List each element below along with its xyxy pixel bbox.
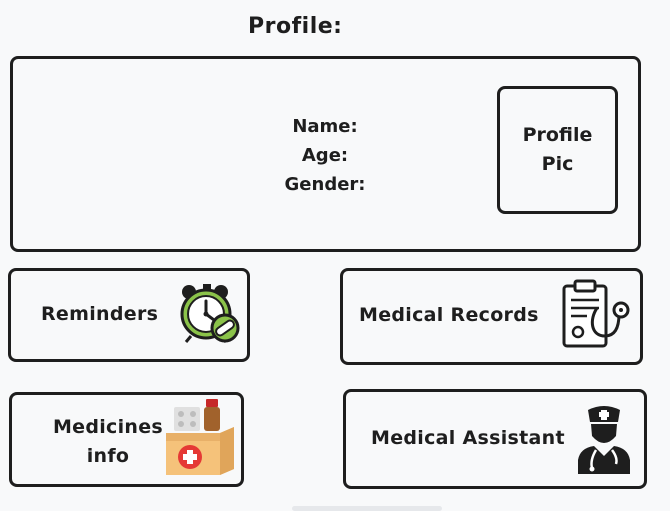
medicines-info-card[interactable] — [9, 392, 244, 487]
medical-assistant-label: Medical Assistant — [371, 427, 565, 449]
profile-pic-label-line2: Pic — [541, 153, 574, 175]
name-label: Name: — [292, 116, 358, 137]
medicines-label-line1: Medicines — [52, 416, 164, 438]
clipboard-stethoscope-icon — [562, 279, 630, 348]
reminders-label: Reminders — [41, 303, 159, 325]
reminders-card[interactable] — [8, 268, 250, 362]
gender-label: Gender: — [284, 174, 366, 195]
medical-records-label: Medical Records — [359, 304, 539, 326]
profile-card — [10, 56, 641, 252]
age-label: Age: — [301, 145, 349, 166]
alarm-clock-pill-icon — [180, 284, 240, 343]
profile-pic-placeholder[interactable]: Profile Pic — [497, 86, 618, 214]
doctor-icon — [578, 406, 630, 474]
medical-assistant-card[interactable] — [343, 389, 647, 489]
page-title: Profile: — [248, 14, 343, 39]
medicine-box-icon — [166, 399, 234, 475]
medicines-info-label: Medicines info — [52, 413, 164, 471]
profile-info: Name: Age: Gender: — [270, 112, 380, 199]
medicines-label-line2: info — [86, 445, 130, 467]
medical-records-card[interactable] — [340, 268, 643, 365]
bottom-scroll-indicator — [292, 506, 442, 511]
profile-pic-label-line1: Profile — [522, 124, 593, 146]
